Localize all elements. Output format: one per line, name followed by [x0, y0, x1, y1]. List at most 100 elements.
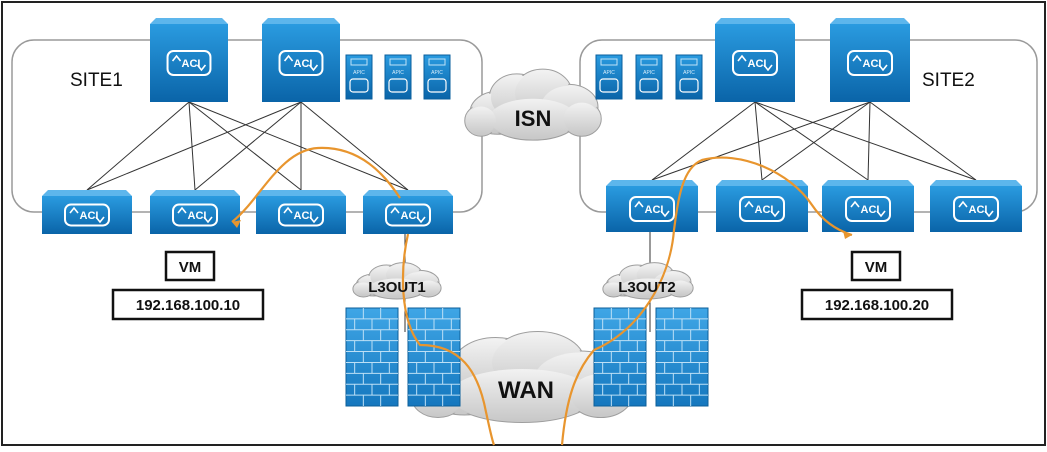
s1-fabric-link — [300, 101, 409, 191]
svg-text:ACI: ACI — [188, 210, 207, 222]
vm2-ip: 192.168.100.20 — [825, 297, 929, 314]
s1-fabric-link — [188, 101, 302, 191]
vm1-ip: 192.168.100.10 — [136, 297, 240, 314]
site1-spine-switch-2: ACI — [262, 18, 340, 102]
aci-badge-icon: ACI — [64, 203, 110, 227]
site1-leaf-switch-3: ACI — [256, 190, 346, 234]
svg-text:APIC: APIC — [431, 70, 443, 76]
site2-apic-1: APIC — [595, 54, 623, 100]
svg-text:ACI: ACI — [969, 204, 988, 216]
aci-badge-icon: ACI — [629, 196, 675, 222]
s1-fabric-link — [194, 101, 302, 191]
vm2-label: VM — [865, 259, 888, 276]
site2-apic-3: APIC — [675, 54, 703, 100]
vm2-box — [850, 250, 902, 282]
site1-firewall-b — [407, 307, 461, 407]
s2-fabric-link — [754, 101, 869, 181]
site1-leaf-switch-1: ACI — [42, 190, 132, 234]
traffic-paths — [231, 146, 853, 446]
apic-badge-icon — [349, 78, 369, 93]
svg-text:APIC: APIC — [643, 70, 655, 76]
s1-fabric-link — [86, 101, 302, 191]
svg-text:ACI: ACI — [863, 58, 882, 70]
svg-text:ACI: ACI — [294, 58, 313, 70]
l3out1-cloud-icon — [352, 262, 442, 300]
s1-fabric-link — [188, 101, 196, 191]
path-arrow-icon — [232, 220, 241, 228]
s2-fabric-link — [867, 101, 871, 181]
svg-text:ACI: ACI — [80, 210, 99, 222]
vm1-ip-box — [111, 288, 265, 321]
vm1-label: VM — [179, 259, 202, 276]
s2-fabric-link — [754, 101, 763, 181]
svg-text:ACI: ACI — [645, 204, 664, 216]
apic-badge-icon — [388, 78, 408, 93]
clouds — [352, 68, 694, 423]
wan-label: WAN — [498, 377, 554, 404]
site2-border-to-vm-path — [593, 156, 853, 352]
aci-badge-icon: ACI — [278, 203, 324, 227]
site2-label: SITE2 — [922, 70, 975, 91]
site2-firewall-b — [655, 307, 709, 407]
aci-badge-icon: ACI — [172, 203, 218, 227]
svg-text:ACI: ACI — [748, 58, 767, 70]
site1-apic-2: APIC — [384, 54, 412, 100]
site1-apic-3: APIC — [423, 54, 451, 100]
aci-badge-icon: ACI — [953, 196, 999, 222]
s2-fabric-link — [651, 101, 756, 181]
svg-text:ACI: ACI — [861, 204, 880, 216]
devices: ACI ACI ACI ACI ACI ACI ACI ACI ACI ACI ACI ACI APIC… — [42, 18, 1022, 407]
l3out1-label: L3OUT1 — [368, 279, 426, 296]
apic-badge-icon — [679, 78, 699, 93]
site2-apic-2: APIC — [635, 54, 663, 100]
l3out2-label: L3OUT2 — [618, 279, 676, 296]
s2-fabric-link — [761, 101, 871, 181]
site2-leaf-switch-4: ACI — [930, 180, 1022, 232]
site2-leaf-switch-1: ACI — [606, 180, 698, 232]
wan-to-site2-path — [560, 349, 595, 446]
svg-text:ACI: ACI — [182, 58, 201, 70]
site1-leaf-switch-4: ACI — [363, 190, 453, 234]
site1-vm-to-border-path — [231, 146, 401, 223]
apic-badge-icon — [599, 78, 619, 93]
svg-text:APIC: APIC — [603, 70, 615, 76]
s1-fabric-link — [86, 101, 190, 191]
site2-spine-switch-1: ACI — [715, 18, 795, 102]
svg-text:ACI: ACI — [294, 210, 313, 222]
isn-cloud-icon — [464, 68, 602, 141]
path-arrow-icon — [843, 231, 852, 239]
s2-fabric-link — [651, 101, 871, 181]
apic-badge-icon — [639, 78, 659, 93]
svg-text:ACI: ACI — [401, 210, 420, 222]
site2-firewall-a — [593, 307, 647, 407]
svg-text:APIC: APIC — [353, 70, 365, 76]
aci-badge-icon: ACI — [739, 196, 785, 222]
aci-badge-icon: ACI — [385, 203, 431, 227]
s1-fabric-link — [188, 101, 409, 191]
aci-badge-icon: ACI — [845, 196, 891, 222]
site1-apic-1: APIC — [345, 54, 373, 100]
site2-spine-switch-2: ACI — [830, 18, 910, 102]
aci-badge-icon: ACI — [732, 50, 778, 76]
vm2-ip-box — [800, 288, 954, 321]
aci-badge-icon: ACI — [166, 50, 212, 76]
svg-text:APIC: APIC — [392, 70, 404, 76]
s2-fabric-link — [869, 101, 977, 181]
site1-spine-switch-1: ACI — [150, 18, 228, 102]
svg-text:APIC: APIC — [683, 70, 695, 76]
site2-leaf-switch-2: ACI — [716, 180, 808, 232]
vm1-box — [164, 250, 216, 282]
aci-badge-icon: ACI — [847, 50, 893, 76]
apic-badge-icon — [427, 78, 447, 93]
site1-leaf-switch-2: ACI — [150, 190, 240, 234]
site1-border-to-wan-path — [401, 233, 496, 446]
s2-fabric-link — [754, 101, 977, 181]
svg-text:ACI: ACI — [755, 204, 774, 216]
site1-label: SITE1 — [70, 70, 123, 91]
isn-label: ISN — [515, 106, 552, 131]
aci-badge-icon: ACI — [278, 50, 324, 76]
site1-firewall-a — [345, 307, 399, 407]
site2-leaf-switch-3: ACI — [822, 180, 914, 232]
